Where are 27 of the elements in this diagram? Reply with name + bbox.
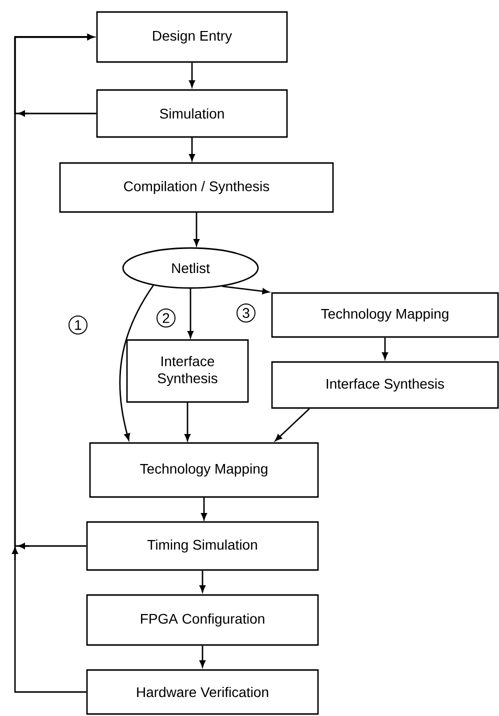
arrow: [184, 402, 190, 441]
process-box: Compilation / Synthesis: [59, 162, 334, 213]
arrow: [189, 137, 195, 161]
process-box: Hardware Verification: [86, 669, 319, 715]
process-box: Interface Synthesis: [271, 361, 499, 409]
process-box: Design Entry: [96, 11, 288, 63]
arrow: [382, 338, 388, 360]
edge-label: 1: [68, 316, 88, 334]
arrow: [188, 288, 194, 338]
edge-label: 3: [236, 304, 256, 322]
arrow: [201, 497, 207, 520]
process-box: Interface Synthesis: [126, 339, 249, 403]
process-box: Technology Mapping: [271, 292, 499, 338]
process-box: Technology Mapping: [89, 442, 319, 498]
process-box: FPGA Configuration: [86, 594, 319, 646]
process-box: Simulation: [96, 89, 288, 138]
arrow: [12, 34, 94, 693]
edge-label: 2: [156, 308, 176, 328]
arrow: [189, 62, 195, 88]
arrow: [194, 212, 200, 246]
arrow: [222, 286, 270, 294]
process-box: Timing Simulation: [86, 521, 319, 571]
arrow: [200, 570, 206, 592]
arrow: [200, 646, 206, 668]
ellipse-node: Netlist: [122, 247, 259, 289]
arrow: [275, 408, 310, 442]
arrow: [119, 284, 154, 440]
